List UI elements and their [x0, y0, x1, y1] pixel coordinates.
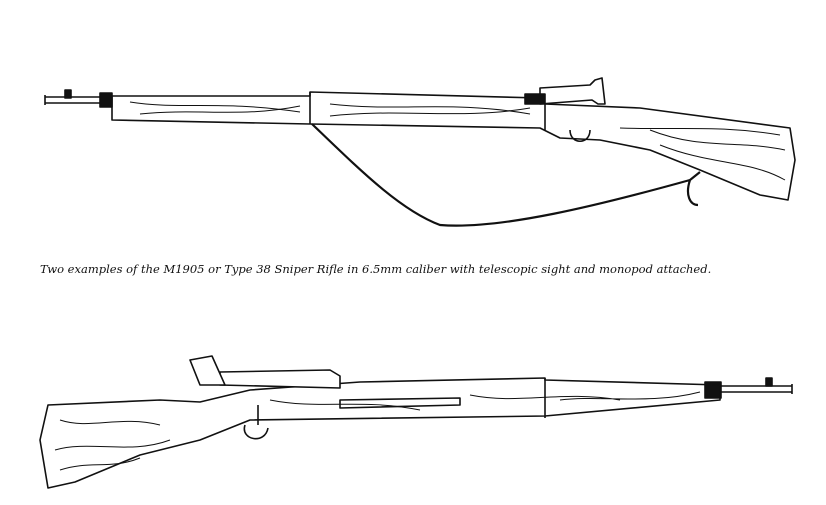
figure-caption: Two examples of the M1905 or Type 38 Sni…	[40, 262, 712, 276]
top-rifle-illustration	[44, 77, 796, 227]
bottom-rifle-illustration	[39, 355, 793, 489]
